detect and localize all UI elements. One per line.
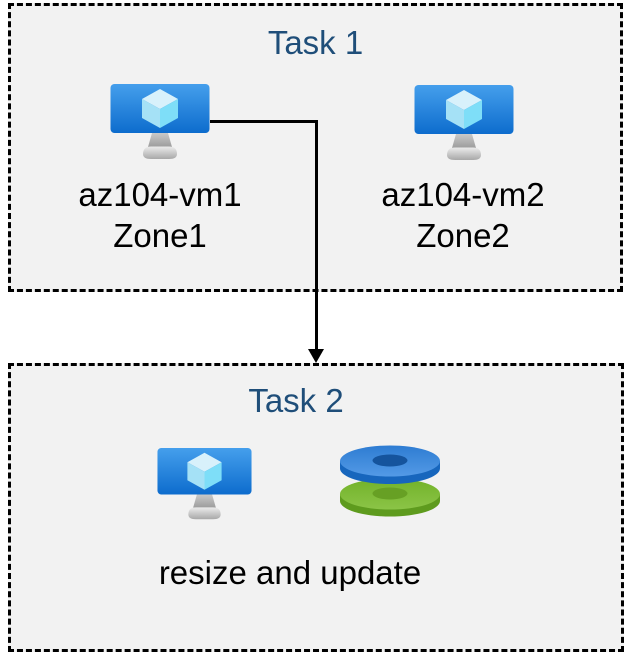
monitor-stand-neck [148,133,172,147]
cube-glyph [446,90,482,129]
green-disk [340,478,440,517]
monitor-stand-neck [452,134,476,148]
virtual-machine-icon [110,83,210,163]
vm2-zone: Zone2 [416,217,510,254]
blue-disk [340,445,440,484]
vm2-name: az104-vm2 [381,176,545,213]
disk-stack-icon [338,444,442,518]
virtual-machine-icon [414,84,514,164]
arrow-vertical-segment [315,120,318,352]
vm1-label: az104-vm1 Zone1 [40,174,280,256]
cube-glyph [187,452,222,490]
arrowhead-down-icon [308,349,324,363]
task2-caption: resize and update [158,554,422,591]
cube-glyph [142,89,178,128]
vm1-name: az104-vm1 [78,176,242,213]
monitor-stand-base [188,507,221,520]
task1-title: Task 1 [267,24,364,61]
task2-title: Task 2 [248,382,344,419]
vm2-label: az104-vm2 Zone2 [343,174,583,256]
task2-box: Task 2 [8,363,624,652]
monitor-stand-base [143,146,177,159]
virtual-machine-icon [157,447,252,523]
monitor-stand-base [447,147,481,160]
vm1-zone: Zone1 [113,217,207,254]
monitor-stand-neck [193,494,216,508]
arrow-horizontal-segment [210,120,318,123]
